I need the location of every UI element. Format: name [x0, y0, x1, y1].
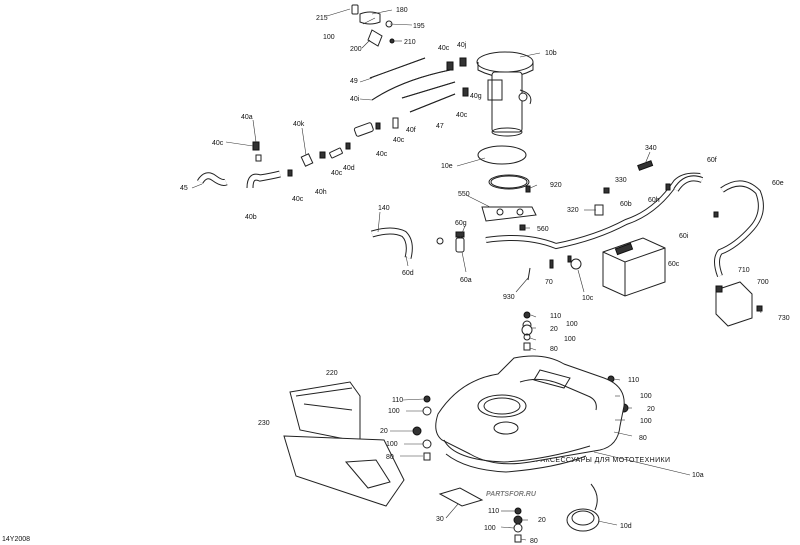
heat-shield-230 [283, 435, 405, 507]
callout-60c: 60c [668, 261, 680, 268]
callout-210: 210 [404, 39, 416, 46]
fuel-tank [435, 355, 625, 473]
callout-80: 80 [386, 454, 394, 461]
vent-line [485, 160, 719, 250]
callout-100: 100 [388, 408, 400, 415]
callout-60h: 60h [648, 197, 660, 204]
callout-920: 920 [550, 182, 562, 189]
callout-340: 340 [645, 145, 657, 152]
callout-40c: 40c [456, 112, 468, 119]
callout-100: 100 [566, 321, 578, 328]
diagram-code: 14Y2008 [2, 536, 30, 543]
callout-560: 560 [537, 226, 549, 233]
callout-100: 100 [564, 336, 576, 343]
callout-40b: 40b [245, 214, 257, 221]
callout-100: 100 [640, 418, 652, 425]
callout-labels: 215 180 100 195 200 210 40c 40j 10b 49 4… [180, 7, 790, 545]
callout-60i: 60i [679, 233, 689, 240]
callout-70: 70 [545, 279, 553, 286]
callout-10b: 10b [545, 50, 557, 57]
callout-140: 140 [378, 205, 390, 212]
callout-40h: 40h [315, 189, 327, 196]
fastener-stack-bottom [513, 507, 523, 543]
fuel-hoses [369, 57, 469, 129]
callout-930: 930 [503, 294, 515, 301]
callout-700: 700 [757, 279, 769, 286]
pad-30 [438, 487, 484, 507]
evap-canister [567, 237, 666, 297]
callout-40a: 40a [241, 114, 253, 121]
callout-20: 20 [550, 326, 558, 333]
callout-40c: 40c [393, 137, 405, 144]
callout-200: 200 [350, 46, 362, 53]
callout-100: 100 [323, 34, 335, 41]
callout-20: 20 [380, 428, 388, 435]
callout-100: 100 [484, 525, 496, 532]
callout-110: 110 [550, 313, 561, 320]
callout-220: 220 [326, 370, 338, 377]
callout-60b: 60b [620, 201, 632, 208]
callout-10c: 10c [582, 295, 594, 302]
callout-40i: 40i [350, 96, 360, 103]
callout-60f: 60f [707, 157, 717, 164]
fuel-pump-module [476, 51, 534, 137]
o-rings [477, 145, 530, 190]
callout-80: 80 [550, 346, 558, 353]
callout-100: 100 [386, 441, 398, 448]
fuel-cap [566, 483, 600, 532]
callout-195: 195 [413, 23, 425, 30]
callout-40c: 40c [376, 151, 388, 158]
callout-47: 47 [436, 123, 444, 130]
watermark-caption: ЗАПЧАСТИ И АКСЕССУАРЫ ДЛЯ МОТОТЕХНИКИ [490, 457, 670, 464]
fastener-stack-top [521, 311, 533, 351]
callout-10d: 10d [620, 523, 632, 530]
callout-10a: 10a [692, 472, 704, 479]
tank-cover [481, 185, 537, 231]
callout-110: 110 [392, 397, 403, 404]
vent-hose-left [370, 227, 465, 259]
callout-40j: 40j [457, 42, 467, 49]
callout-730: 730 [778, 315, 790, 322]
callout-180: 180 [396, 7, 408, 14]
callout-80: 80 [639, 435, 647, 442]
callout-60d: 60d [402, 270, 414, 277]
callout-45: 45 [180, 185, 188, 192]
callout-215: 215 [316, 15, 328, 22]
callout-710: 710 [738, 267, 750, 274]
callout-40k: 40k [293, 121, 305, 128]
left-hoses [196, 170, 281, 189]
callout-40f: 40f [406, 127, 416, 134]
fuel-filter-row [252, 122, 381, 177]
callout-30: 30 [436, 516, 444, 523]
callout-110: 110 [628, 377, 639, 384]
leader-lines [191, 8, 762, 541]
callout-40c: 40c [212, 140, 224, 147]
callout-40c: 40c [292, 196, 304, 203]
callout-40c: 40c [331, 170, 343, 177]
fastener-stack-left [412, 395, 432, 461]
callout-20: 20 [647, 406, 655, 413]
callout-40d: 40d [343, 165, 355, 172]
callout-110: 110 [488, 508, 499, 515]
watermark: ЗАПЧАСТИ И АКСЕССУАРЫ ДЛЯ МОТОТЕХНИКИ PA… [486, 457, 670, 498]
callout-60a: 60a [460, 277, 472, 284]
callout-20: 20 [538, 517, 546, 524]
callout-60g: 60g [455, 220, 467, 227]
callout-40c: 40c [438, 45, 450, 52]
purge-hose-right [714, 180, 764, 327]
callout-230: 230 [258, 420, 270, 427]
callout-80: 80 [530, 538, 538, 545]
callout-60e: 60e [772, 180, 784, 187]
callout-320: 320 [567, 207, 579, 214]
callout-100: 100 [640, 393, 652, 400]
heat-shield-220 [289, 381, 361, 443]
callout-550: 550 [458, 191, 470, 198]
watermark-logo: PARTSFOR.RU [486, 491, 537, 498]
small-clips [527, 259, 554, 281]
callout-10e: 10e [441, 163, 453, 170]
callout-40g: 40g [470, 93, 482, 100]
callout-330: 330 [615, 177, 627, 184]
callout-49: 49 [350, 78, 358, 85]
